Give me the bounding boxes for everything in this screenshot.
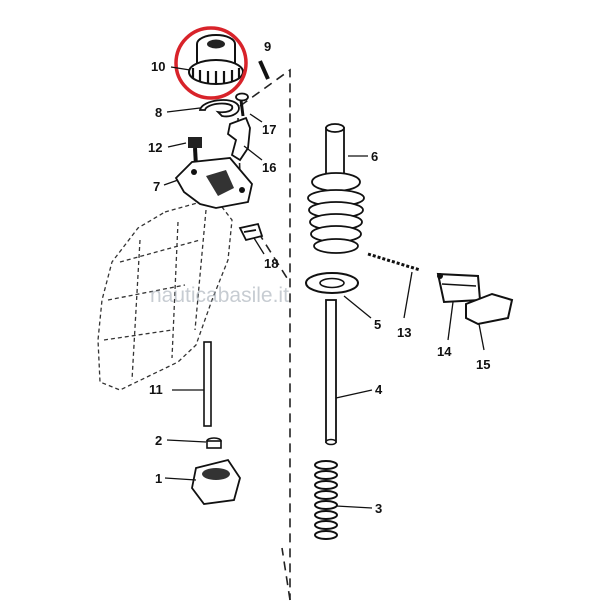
- assembly-dash-lines: [237, 68, 291, 601]
- wire-icon[interactable]: [367, 252, 421, 272]
- housing-bracket: [97, 197, 233, 391]
- shaft-icon[interactable]: [325, 299, 337, 446]
- part-label-8: 8: [155, 105, 162, 120]
- part-label-3: 3: [375, 501, 382, 516]
- grommet-icon[interactable]: [436, 272, 482, 304]
- part-label-18: 18: [264, 256, 278, 271]
- pin-icon[interactable]: [258, 60, 270, 80]
- part-label-12: 12: [148, 140, 162, 155]
- small-screw-icon[interactable]: [235, 92, 249, 117]
- washer-icon[interactable]: [305, 272, 359, 294]
- part-label-2: 2: [155, 433, 162, 448]
- part-labels: 10 9 8 17 12 16 7 6 18 5 13 14 15 11 4 2…: [148, 39, 490, 516]
- shift-rod-bellows-icon[interactable]: [307, 123, 365, 254]
- seal-housing-icon[interactable]: [191, 458, 241, 505]
- part-label-11: 11: [149, 382, 163, 397]
- clip-icon[interactable]: [238, 222, 264, 242]
- long-rod-icon[interactable]: [203, 341, 212, 427]
- bushing-icon[interactable]: [206, 437, 222, 449]
- spring-icon[interactable]: [314, 460, 338, 540]
- part-label-13: 13: [397, 325, 411, 340]
- part-label-15: 15: [476, 357, 490, 372]
- part-label-17: 17: [262, 122, 276, 137]
- part-label-4: 4: [375, 382, 383, 397]
- shift-lever-icon[interactable]: [227, 116, 251, 162]
- pinion-gear-icon[interactable]: [188, 34, 244, 85]
- highlight-circle: [174, 26, 248, 100]
- part-label-1: 1: [155, 471, 162, 486]
- cover-plate-icon[interactable]: [174, 157, 253, 209]
- part-label-7: 7: [153, 179, 160, 194]
- part-label-16: 16: [262, 160, 276, 175]
- retaining-ring-icon[interactable]: [198, 99, 240, 118]
- part-label-6: 6: [371, 149, 378, 164]
- clamp-icon[interactable]: [465, 292, 514, 326]
- part-label-10: 10: [151, 59, 165, 74]
- leader-lines: [163, 66, 485, 509]
- watermark-text: nauticabasile.it: [150, 284, 289, 307]
- part-label-9: 9: [264, 39, 271, 54]
- part-label-14: 14: [437, 344, 452, 359]
- part-label-5: 5: [374, 317, 381, 332]
